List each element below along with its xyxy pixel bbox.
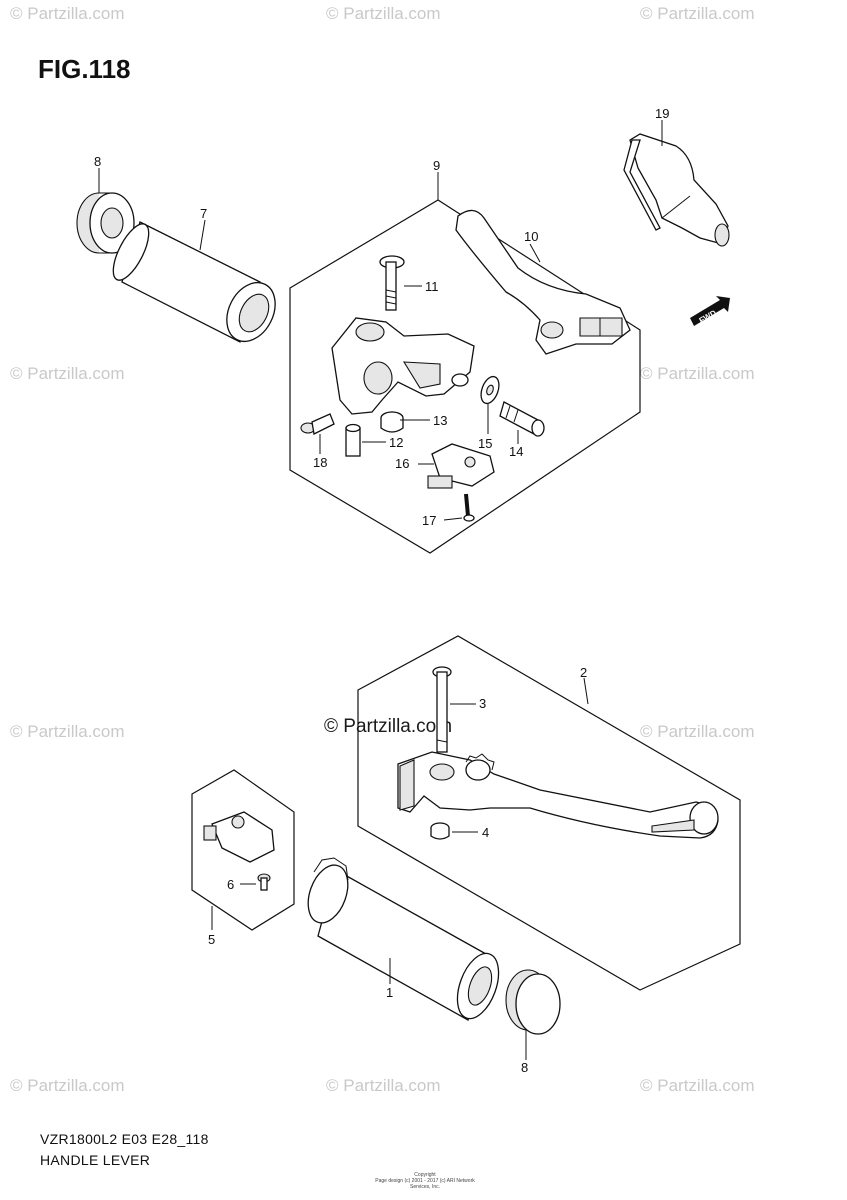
watermark: © Partzilla.com: [640, 4, 755, 23]
part-3-bolt[interactable]: [432, 666, 452, 753]
part-1-throttle-grip[interactable]: [301, 857, 507, 1024]
watermark: © Partzilla.com: [640, 364, 755, 383]
part-7-grip[interactable]: [106, 219, 284, 350]
figure-caption: HANDLE LEVER: [40, 1152, 151, 1168]
callout-8-top[interactable]: 8: [94, 154, 101, 169]
model-code: VZR1800L2 E03 E28_118: [40, 1131, 209, 1147]
part-15-washer[interactable]: [478, 374, 503, 406]
part-16-clutch-switch[interactable]: [427, 443, 495, 489]
callout-labels: 1 2 3 4 5 6 7 8 9 10 11 12 13 14 15 16 1…: [94, 106, 669, 1075]
part-6-screw[interactable]: [257, 873, 271, 891]
callout-4[interactable]: 4: [482, 825, 489, 840]
copyright-notice: Copyright Page design (c) 2001 - 2017 (c…: [370, 1172, 480, 1190]
watermark: © Partzilla.com: [10, 4, 125, 23]
part-14-adjuster[interactable]: [499, 401, 545, 437]
copyright-line-2: Page design (c) 2001 - 2017 (c) ARI Netw…: [375, 1178, 475, 1190]
watermark: © Partzilla.com: [326, 1076, 441, 1095]
callout-10[interactable]: 10: [524, 229, 538, 244]
callout-6[interactable]: 6: [227, 877, 234, 892]
callout-19[interactable]: 19: [655, 106, 669, 121]
callout-7[interactable]: 7: [200, 206, 207, 221]
part-2-brake-lever[interactable]: [397, 751, 719, 839]
watermark-center: © Partzilla.com: [324, 716, 453, 737]
part-12-collar[interactable]: [345, 423, 361, 457]
part-17-screw[interactable]: [463, 493, 475, 522]
watermark: © Partzilla.com: [10, 364, 125, 383]
watermark: © Partzilla.com: [640, 722, 755, 741]
callout-17[interactable]: 17: [422, 513, 436, 528]
part-19-bar-end[interactable]: [623, 133, 730, 247]
callout-13[interactable]: 13: [433, 413, 447, 428]
part-9-lever-holder[interactable]: [331, 317, 475, 415]
callout-18[interactable]: 18: [313, 455, 327, 470]
callout-2[interactable]: 2: [580, 665, 587, 680]
part-18-screw[interactable]: [300, 413, 335, 435]
callout-9[interactable]: 9: [433, 158, 440, 173]
fwd-arrow: FWD: [690, 296, 730, 326]
callout-11[interactable]: 11: [425, 279, 439, 294]
part-8-bushing[interactable]: [76, 192, 135, 254]
callout-12[interactable]: 12: [389, 435, 403, 450]
callout-14[interactable]: 14: [509, 444, 523, 459]
leader-lines: [98, 120, 663, 1060]
watermark: © Partzilla.com: [326, 4, 441, 23]
callout-1[interactable]: 1: [386, 985, 393, 1000]
assembly-box-5: [191, 769, 295, 931]
figure-title: FIG.118: [38, 54, 131, 84]
callout-3[interactable]: 3: [479, 696, 486, 711]
watermark: © Partzilla.com: [10, 722, 125, 741]
copyright-line-1: Copyright: [414, 1172, 436, 1178]
callout-5[interactable]: 5: [208, 932, 215, 947]
assembly-box-2: [357, 635, 741, 991]
part-8-bushing-lower[interactable]: [505, 969, 561, 1035]
part-5-brake-switch[interactable]: [203, 811, 275, 863]
callout-16[interactable]: 16: [395, 456, 409, 471]
callout-8-bottom[interactable]: 8: [521, 1060, 528, 1075]
part-10-clutch-lever[interactable]: [455, 209, 631, 355]
watermark: © Partzilla.com: [10, 1076, 125, 1095]
part-13-nut[interactable]: [380, 411, 404, 433]
part-4-nut[interactable]: [430, 822, 450, 840]
callout-15[interactable]: 15: [478, 436, 492, 451]
watermark: © Partzilla.com: [640, 1076, 755, 1095]
part-11-pin[interactable]: [379, 255, 405, 311]
